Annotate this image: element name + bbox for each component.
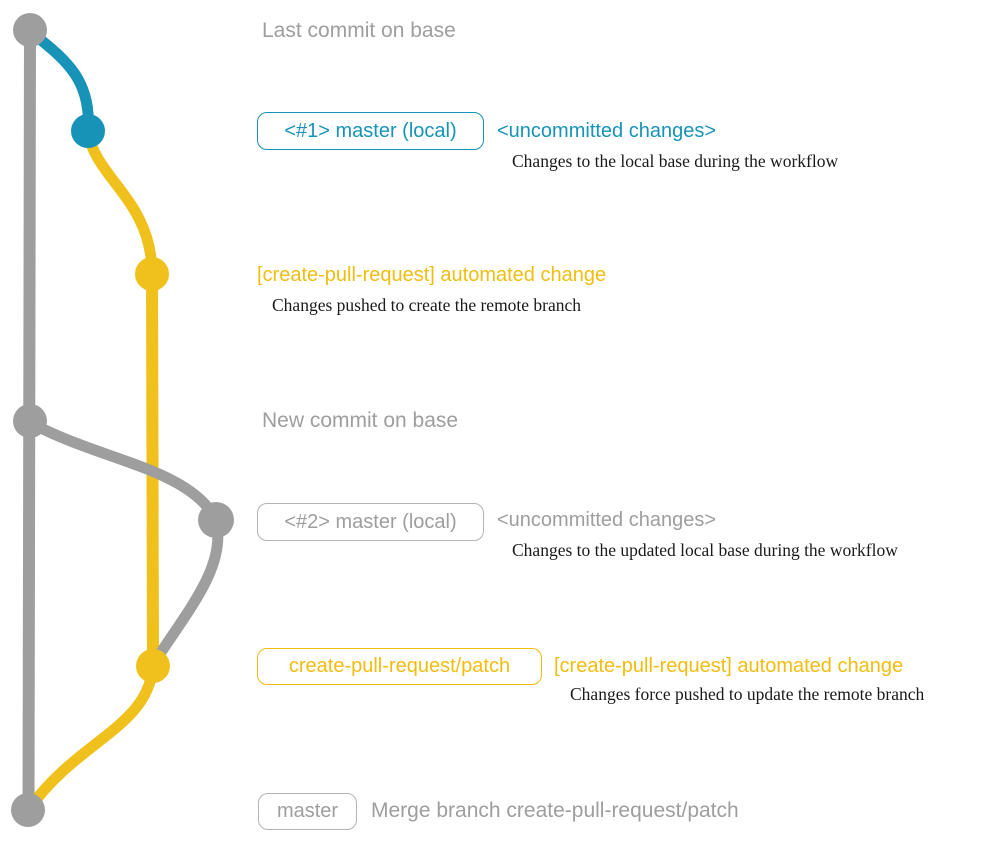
headline-cpr-automated-change-1: [create-pull-request] automated change bbox=[257, 264, 607, 286]
label-last-commit-on-base: Last commit on base bbox=[262, 19, 456, 42]
commit-node-cpr-1 bbox=[135, 257, 169, 291]
branch-box-create-pull-request-patch: create-pull-request/patch bbox=[257, 648, 542, 685]
note-uncommitted-changes-1: Changes to the local base during the wor… bbox=[512, 151, 839, 171]
edge-cpr-commit-1 bbox=[82, 126, 158, 278]
commit-node-last-base bbox=[13, 13, 47, 47]
commit-node-uncommitted-1 bbox=[71, 114, 105, 148]
note-uncommitted-changes-2: Changes to the updated local base during… bbox=[512, 540, 898, 560]
headline-uncommitted-changes-1: <uncommitted changes> bbox=[497, 120, 717, 142]
branch-box-master-local-2: <#2> master (local) bbox=[257, 503, 484, 541]
commit-node-new-base bbox=[13, 404, 47, 438]
headline-merge-branch: Merge branch create-pull-request/patch bbox=[371, 799, 739, 822]
commit-node-uncommitted-2 bbox=[198, 502, 234, 538]
edge-cpr-commit-2 bbox=[148, 515, 224, 669]
branch-box-master: master bbox=[258, 793, 357, 830]
edge-merge bbox=[23, 661, 159, 815]
branch-box-master-local-1: <#1> master (local) bbox=[257, 112, 484, 150]
commit-node-merge bbox=[11, 793, 45, 827]
note-cpr-automated-change-2: Changes force pushed to update the remot… bbox=[570, 684, 925, 704]
edge-uncommitted-2 bbox=[25, 417, 220, 522]
headline-cpr-automated-change-2: [create-pull-request] automated change bbox=[554, 655, 904, 677]
commit-node-cpr-2 bbox=[136, 649, 170, 683]
edge-uncommitted-1 bbox=[24, 25, 94, 136]
note-cpr-automated-change-1: Changes pushed to create the remote bran… bbox=[272, 295, 582, 315]
label-new-commit-on-base: New commit on base bbox=[262, 409, 459, 432]
headline-uncommitted-changes-2: <uncommitted changes> bbox=[497, 509, 717, 531]
